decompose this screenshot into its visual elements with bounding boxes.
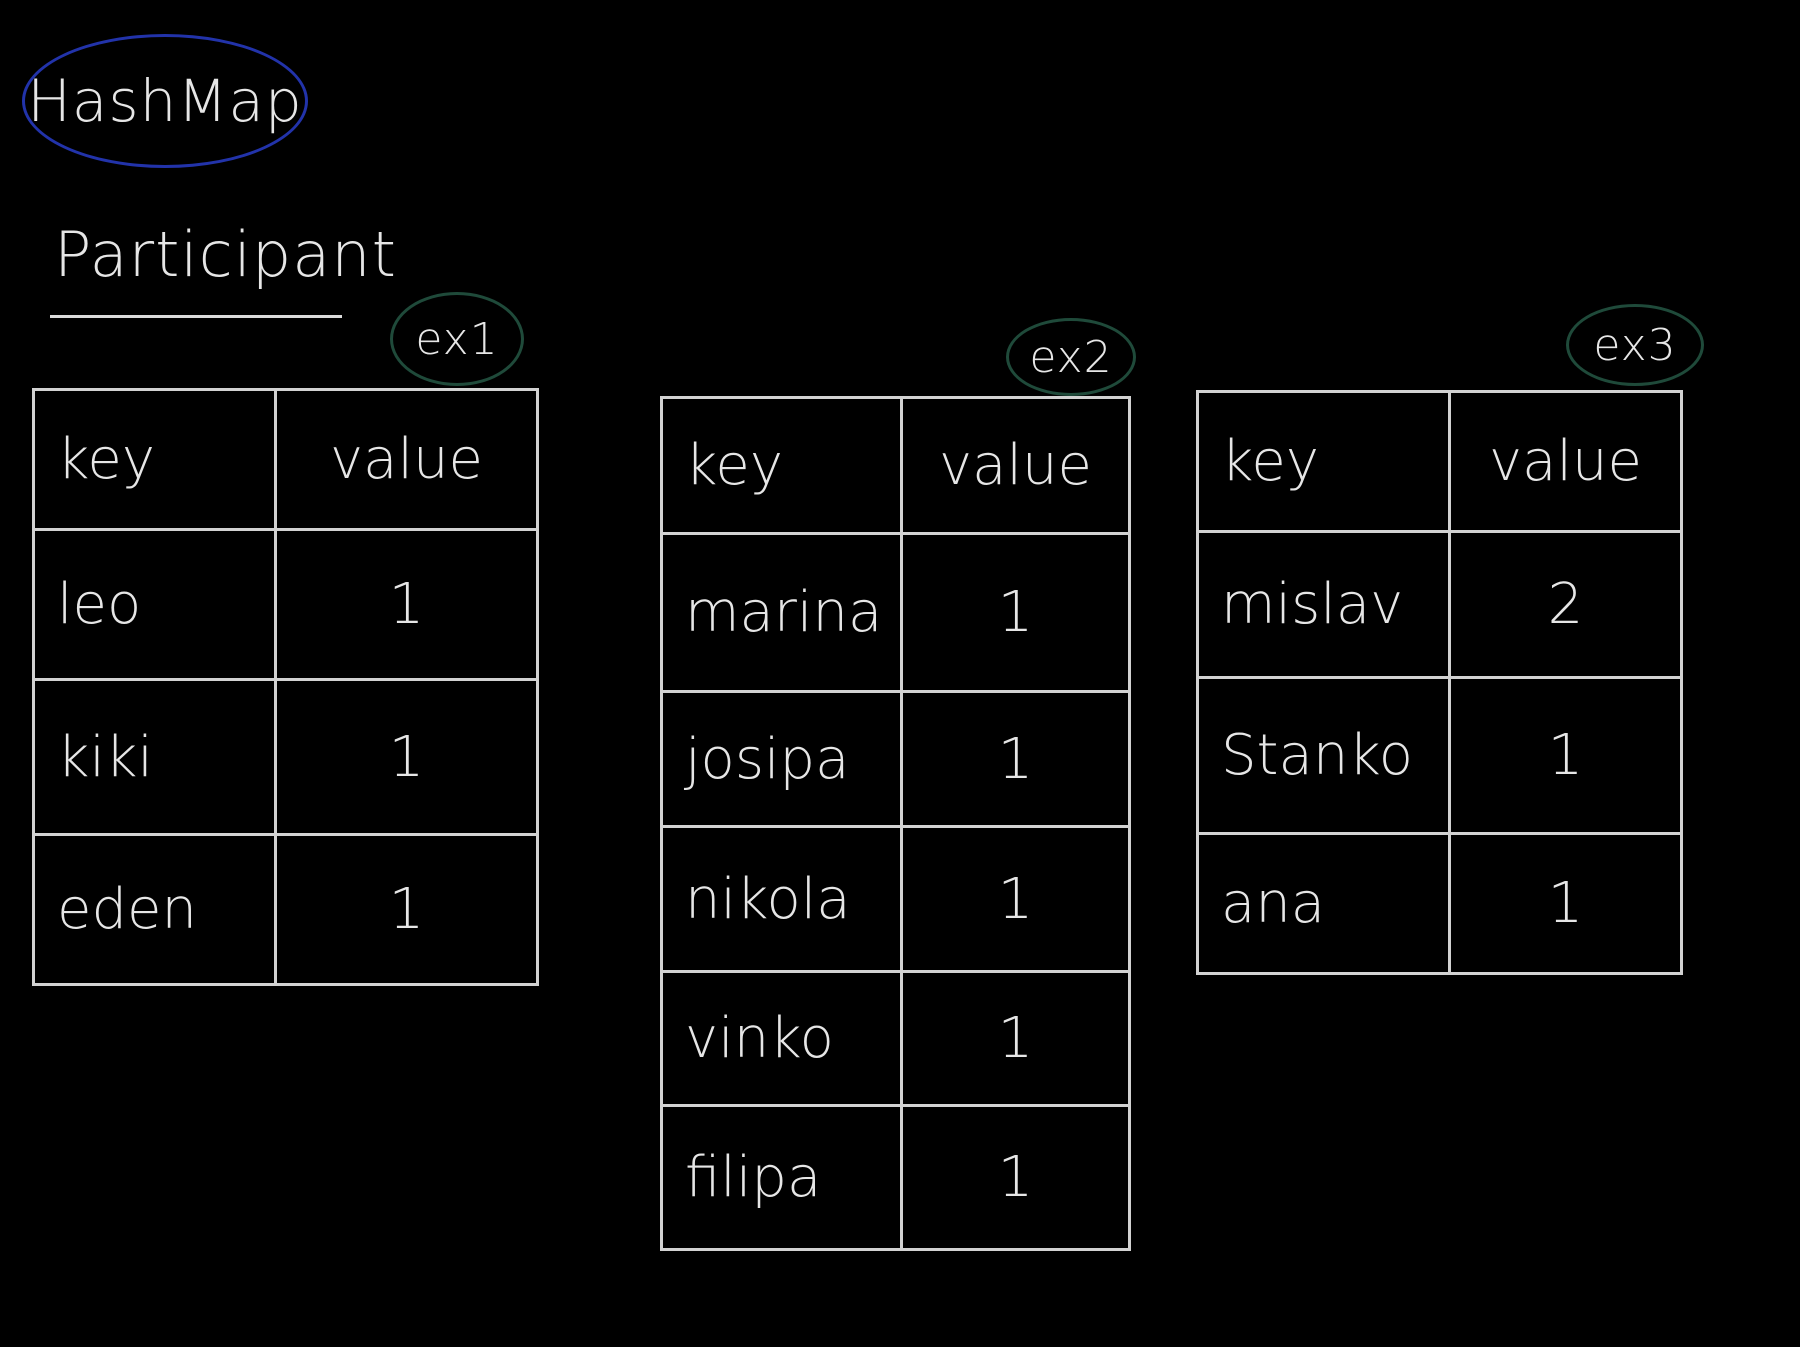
table-row: vinko 1: [660, 970, 1131, 1107]
key-cell: ana: [1196, 832, 1451, 975]
value-header: value: [1448, 390, 1683, 533]
value-cell: 1: [274, 528, 539, 681]
subtitle: Participant: [54, 218, 397, 291]
value-header: value: [274, 388, 539, 531]
table-row: eden 1: [32, 833, 539, 986]
value-cell: 1: [900, 532, 1131, 693]
key-cell: nikola: [660, 825, 903, 973]
value-cell: 1: [900, 690, 1131, 828]
key-cell: mislav: [1196, 530, 1451, 679]
table-row: kiki 1: [32, 678, 539, 836]
example-tag-ex1: ex1: [390, 292, 524, 386]
key-cell: marina: [660, 532, 903, 693]
diagram-title: HashMap: [27, 67, 303, 135]
table-row: josipa 1: [660, 690, 1131, 828]
table-row: ana 1: [1196, 832, 1683, 975]
value-cell: 1: [274, 678, 539, 836]
table-row: filipa 1: [660, 1104, 1131, 1251]
value-cell: 1: [900, 1104, 1131, 1251]
table-header-row: key value: [660, 396, 1131, 535]
key-cell: josipa: [660, 690, 903, 828]
hashmap-table-ex2: key value marina 1 josipa 1 nikola 1 vin…: [660, 396, 1131, 1251]
key-cell: vinko: [660, 970, 903, 1107]
key-cell: eden: [32, 833, 277, 986]
table-row: leo 1: [32, 528, 539, 681]
table-row: Stanko 1: [1196, 676, 1683, 835]
hashmap-table-ex1: key value leo 1 kiki 1 eden 1: [32, 388, 539, 986]
value-cell: 1: [1448, 832, 1683, 975]
title-ellipse: [22, 34, 308, 168]
title-badge: HashMap: [22, 34, 308, 168]
example-tag-ex3: ex3: [1566, 304, 1704, 386]
value-cell: 2: [1448, 530, 1683, 679]
table-header-row: key value: [1196, 390, 1683, 533]
key-cell: Stanko: [1196, 676, 1451, 835]
value-cell: 1: [1448, 676, 1683, 835]
table-row: marina 1: [660, 532, 1131, 693]
subtitle-underline: [50, 315, 342, 318]
value-cell: 1: [900, 970, 1131, 1107]
key-header: key: [660, 396, 903, 535]
key-header: key: [32, 388, 277, 531]
key-header: key: [1196, 390, 1451, 533]
value-cell: 1: [274, 833, 539, 986]
key-cell: leo: [32, 528, 277, 681]
hashmap-table-ex3: key value mislav 2 Stanko 1 ana 1: [1196, 390, 1683, 975]
key-cell: kiki: [32, 678, 277, 836]
key-cell: filipa: [660, 1104, 903, 1251]
table-row: nikola 1: [660, 825, 1131, 973]
example-tag-ex2: ex2: [1006, 318, 1136, 396]
table-row: mislav 2: [1196, 530, 1683, 679]
value-cell: 1: [900, 825, 1131, 973]
table-header-row: key value: [32, 388, 539, 531]
value-header: value: [900, 396, 1131, 535]
